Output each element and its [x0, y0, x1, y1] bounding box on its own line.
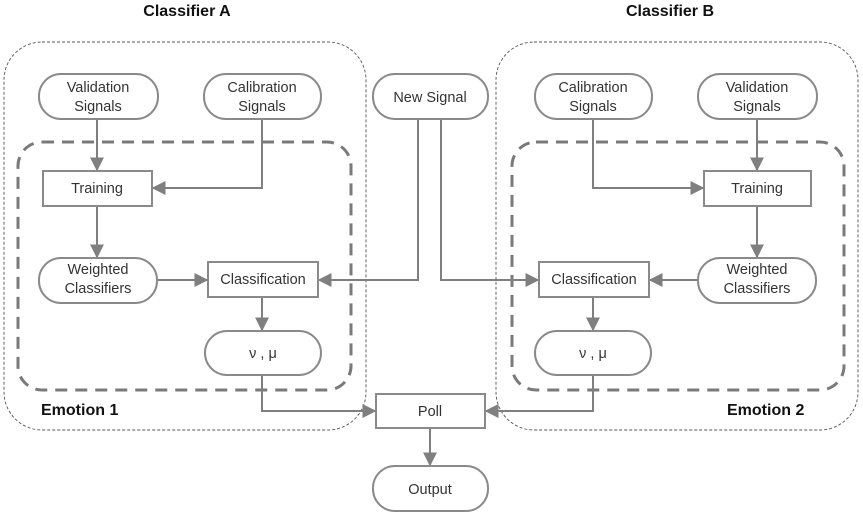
node-b-nu-mu-label: ν , μ — [579, 346, 607, 362]
node-a-validation-line2: Signals — [74, 99, 122, 115]
node-b-validation-line2: Signals — [733, 99, 781, 115]
node-output: Output — [373, 466, 488, 511]
node-a-weighted-line2: Classifiers — [65, 281, 132, 297]
node-b-weighted-line2: Classifiers — [724, 281, 791, 297]
node-a-classification-label: Classification — [220, 272, 305, 288]
node-b-calibration-line2: Signals — [569, 99, 617, 115]
emotion-2-label: Emotion 2 — [727, 402, 804, 419]
node-a-nu-mu: ν , μ — [205, 331, 321, 375]
edge-a-calibration-to-training — [153, 119, 262, 188]
node-b-validation-signals: Validation Signals — [698, 74, 817, 119]
node-b-calibration-line1: Calibration — [558, 80, 627, 96]
classifier-a-title: Classifier A — [143, 3, 231, 20]
classifier-b-title: Classifier B — [626, 3, 714, 20]
node-b-training: Training — [704, 171, 811, 206]
node-b-training-label: Training — [731, 181, 783, 197]
node-poll-label: Poll — [418, 404, 442, 420]
node-new-signal: New Signal — [373, 74, 488, 119]
node-a-calibration-signals: Calibration Signals — [204, 74, 321, 119]
node-a-training-label: Training — [71, 181, 123, 197]
node-b-validation-line1: Validation — [726, 80, 789, 96]
node-b-weighted-classifiers: Weighted Classifiers — [698, 258, 816, 303]
emotion-1-label: Emotion 1 — [41, 402, 118, 419]
node-a-classification: Classification — [208, 262, 318, 297]
edge-a-numu-to-poll — [262, 375, 375, 411]
node-a-weighted-line1: Weighted — [68, 262, 129, 278]
edge-newsignal-to-b-classification — [441, 119, 538, 280]
node-poll: Poll — [376, 394, 485, 428]
node-a-validation-line1: Validation — [67, 80, 130, 96]
edge-b-numu-to-poll — [486, 375, 593, 411]
node-b-classification: Classification — [539, 262, 649, 297]
node-a-validation-signals: Validation Signals — [39, 74, 158, 119]
edge-b-calibration-to-training — [593, 119, 703, 188]
node-b-calibration-signals: Calibration Signals — [535, 74, 652, 119]
node-a-nu-mu-label: ν , μ — [249, 346, 277, 362]
node-b-nu-mu: ν , μ — [535, 331, 651, 375]
edge-newsignal-to-a-classification — [319, 119, 418, 280]
node-a-calibration-line1: Calibration — [227, 80, 296, 96]
node-b-classification-label: Classification — [551, 272, 636, 288]
node-output-label: Output — [408, 482, 452, 498]
node-a-calibration-line2: Signals — [238, 99, 286, 115]
node-a-weighted-classifiers: Weighted Classifiers — [39, 258, 157, 303]
node-a-training: Training — [43, 171, 152, 206]
node-b-weighted-line1: Weighted — [727, 262, 788, 278]
node-new-signal-label: New Signal — [393, 90, 466, 106]
